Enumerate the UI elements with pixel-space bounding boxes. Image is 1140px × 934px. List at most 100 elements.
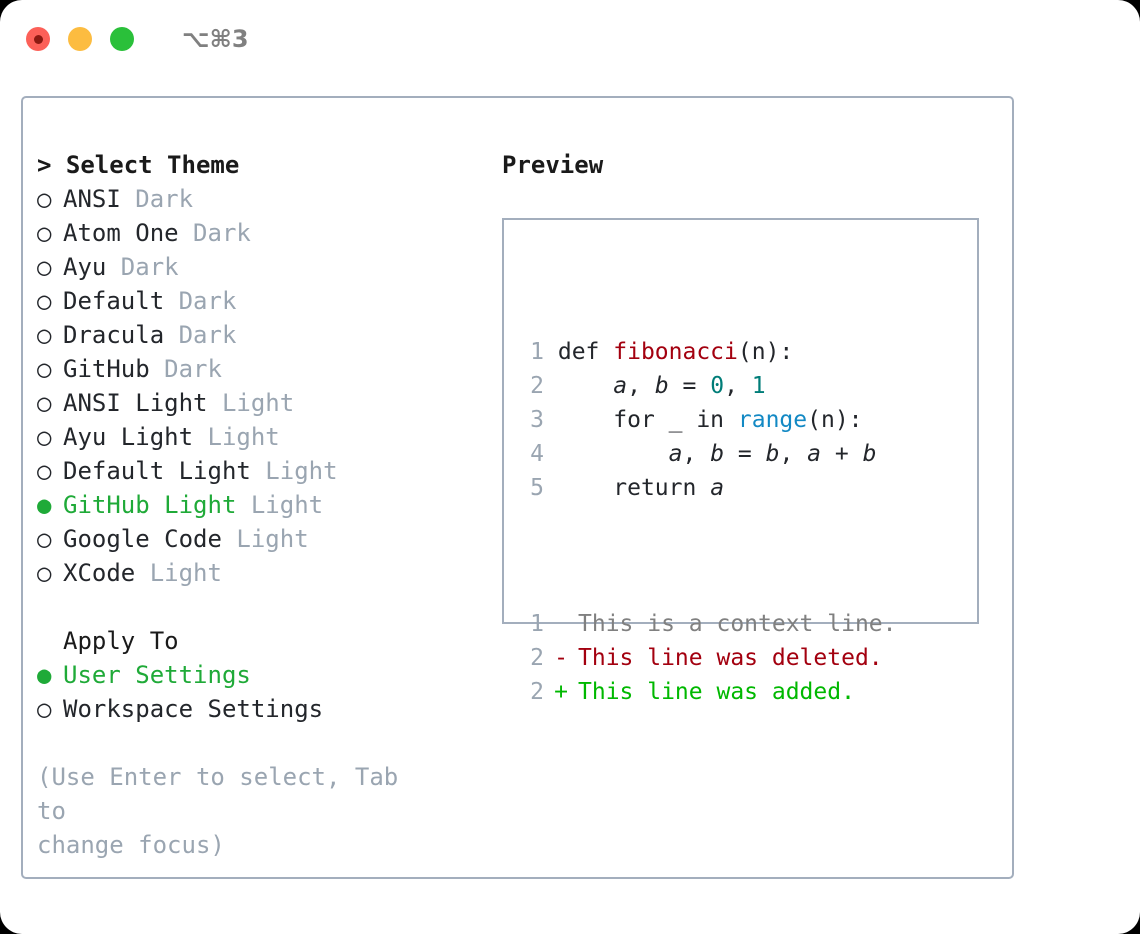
theme-option-6[interactable]: ○ANSI Light Light (37, 386, 477, 420)
diff-line-number: 2 (530, 645, 544, 671)
theme-option-label: Ayu Light (63, 423, 194, 451)
select-theme-label: Select Theme (65, 151, 240, 179)
code-token-plain: return (557, 475, 711, 501)
theme-option-kind: Light (250, 457, 338, 485)
theme-option-kind: Dark (120, 185, 194, 213)
diff-line-number: 2 (530, 679, 544, 705)
radio-unselected-icon: ○ (37, 559, 52, 587)
keyboard-hint-line-1: (Use Enter to select, Tab to (37, 763, 399, 825)
code-token-var: b (710, 441, 725, 467)
theme-option-5[interactable]: ○ GitHub Dark (37, 352, 477, 386)
theme-option-1[interactable]: ○Atom One Dark (37, 216, 477, 250)
theme-option-label: ANSI (63, 185, 121, 213)
theme-option-kind: Light (193, 423, 280, 451)
focus-marker-icon: > (37, 151, 52, 179)
radio-unselected-icon: ○ (37, 695, 52, 723)
apply-to-option-0[interactable]: ●User Settings (37, 658, 477, 692)
code-token-var: a (668, 441, 683, 467)
code-token-plain: + (821, 441, 863, 467)
diff-sign: - (554, 645, 568, 671)
theme-option-7[interactable]: ○Ayu Light Light (37, 420, 477, 454)
radio-unselected-icon: ○ (37, 321, 52, 349)
code-line-2: 2 a, b = 0, 1 (518, 369, 897, 403)
theme-option-4[interactable]: ○ Dracula Dark (37, 318, 477, 352)
theme-option-kind: Dark (164, 321, 237, 349)
code-token-var: a (710, 475, 725, 501)
theme-option-kind: Dark (149, 355, 222, 383)
code-token-plain: = (668, 373, 711, 399)
select-theme-title (51, 151, 65, 179)
keyboard-shortcut-label: ⌥⌘3 (182, 25, 249, 53)
traffic-lights (26, 27, 134, 51)
code-token-plain: = (724, 441, 766, 467)
theme-option-kind: Dark (178, 219, 251, 247)
zoom-button-icon[interactable] (110, 27, 134, 51)
apply-to-option-1[interactable]: ○ Workspace Settings (37, 692, 477, 726)
theme-option-11[interactable]: ○XCode Light (37, 556, 477, 590)
theme-option-label: Atom One (63, 219, 179, 247)
code-gutter-space (544, 373, 558, 399)
apply-to-option-label: Workspace Settings (63, 695, 324, 723)
theme-option-8[interactable]: ○ Default Light Light (37, 454, 477, 488)
minimize-button-icon[interactable] (68, 27, 92, 51)
radio-unselected-icon: ○ (37, 253, 52, 281)
code-token-var: b (862, 441, 877, 467)
theme-option-label: XCode (63, 559, 136, 587)
preview-column: Preview 1 def fibonacci(n):2 a, b = 0, 1… (502, 148, 1002, 705)
code-token-num: 0 (710, 373, 725, 399)
theme-option-10[interactable]: ○Google Code Light (37, 522, 477, 556)
diff-text: This line was deleted. (578, 645, 883, 671)
radio-unselected-icon: ○ (37, 355, 52, 383)
code-token-plain: for _ in (557, 407, 738, 433)
code-line-number: 5 (530, 475, 544, 501)
diff-line-add: 2+This line was added. (518, 675, 897, 709)
code-token-fn: fibonacci (613, 339, 738, 365)
theme-option-3[interactable]: ○Default Dark (37, 284, 477, 318)
code-token-var: a (807, 441, 822, 467)
theme-option-kind: Dark (106, 253, 179, 281)
diff-sign (544, 607, 578, 641)
radio-unselected-icon: ○ (37, 287, 52, 315)
theme-option-label: Dracula (63, 321, 165, 349)
keyboard-hint: (Use Enter to select, Tab to change focu… (37, 760, 437, 862)
code-token-plain: , (724, 373, 752, 399)
theme-list: ○ANSI Dark○Atom One Dark○Ayu Dark○Defaul… (37, 182, 477, 590)
code-token-plain: , (779, 441, 808, 467)
code-line-number: 3 (530, 407, 544, 433)
code-gutter-space (544, 339, 558, 365)
theme-option-9[interactable]: ●GitHub Light Light (37, 488, 477, 522)
diff-line-ctx: 1 This is a context line. (518, 607, 897, 641)
select-theme-header: > Select Theme (37, 148, 477, 182)
main-panel: > Select Theme ○ANSI Dark○Atom One Dark○… (21, 96, 1014, 879)
code-gutter-space (544, 441, 558, 467)
code-token-plain: , (682, 441, 711, 467)
code-line-number: 4 (530, 441, 544, 467)
code-token-var: b (765, 441, 780, 467)
diff-sample: 1 This is a context line.2-This line was… (518, 607, 897, 709)
code-token-num: 1 (751, 373, 766, 399)
diff-sign: + (554, 679, 568, 705)
code-gutter-space (544, 475, 558, 501)
close-button-icon[interactable] (26, 27, 50, 51)
apply-to-option-label: User Settings (63, 661, 251, 689)
code-line-3: 3 for _ in range(n): (518, 403, 897, 437)
code-line-4: 4 a, b = b, a + b (518, 437, 897, 471)
theme-option-2[interactable]: ○Ayu Dark (37, 250, 477, 284)
code-token-plain (558, 373, 613, 399)
preview-title: Preview (502, 151, 604, 179)
code-token-var: b (654, 373, 669, 399)
diff-text: This is a context line. (578, 611, 897, 637)
theme-option-label: Default Light (63, 457, 251, 485)
theme-option-kind: Dark (164, 287, 237, 315)
diff-line-del: 2-This line was deleted. (518, 641, 897, 675)
theme-option-label: GitHub (63, 355, 150, 383)
code-token-var: a (613, 373, 628, 399)
keyboard-hint-line-2: change focus) (37, 831, 225, 859)
radio-unselected-icon: ○ (37, 457, 52, 485)
code-line-5: 5 return a (518, 471, 897, 505)
radio-unselected-icon: ○ (37, 525, 52, 553)
code-line-1: 1 def fibonacci(n): (518, 335, 897, 369)
theme-option-0[interactable]: ○ANSI Dark (37, 182, 477, 216)
